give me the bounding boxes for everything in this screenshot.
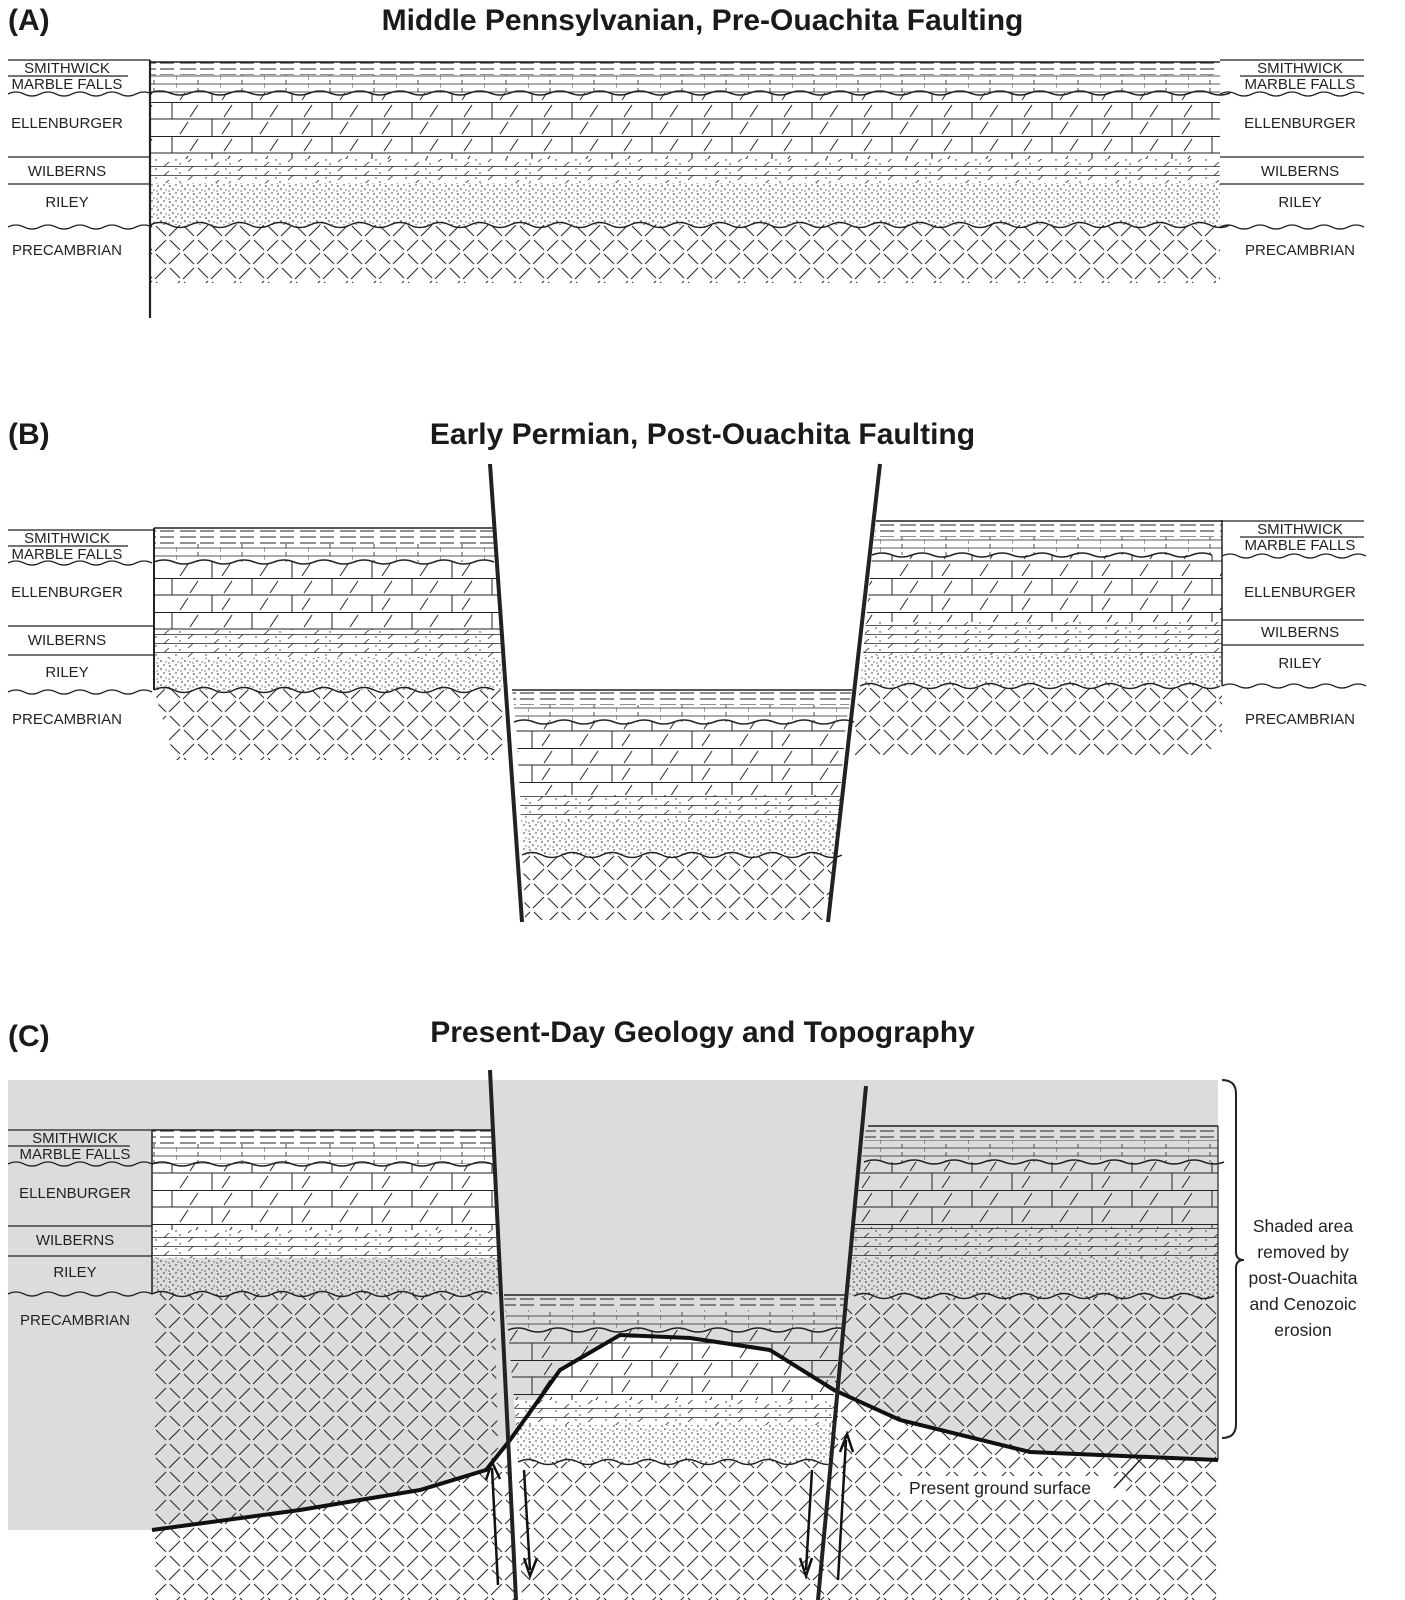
c-right-up-arrowhead (838, 1430, 855, 1453)
c-ground-leader-line (1113, 1457, 1143, 1489)
a-right-riley-label: RILEY (1278, 194, 1321, 211)
panel-c-section: SMITHWICK MARBLE FALLS ELLENBURGER WILBE… (7, 1069, 1358, 1600)
b-left-precambrian-label: PRECAMBRIAN (12, 711, 122, 728)
c-left-fault (488, 1069, 518, 1600)
c-wilberns-label: WILBERNS (36, 1232, 114, 1249)
c-erosion-note-line5: erosion (1274, 1320, 1331, 1340)
panel-b-section: SMITHWICK MARBLE FALLS ELLENBURGER WILBE… (7, 463, 1367, 923)
panel-c-letter: (C) (8, 1020, 50, 1053)
a-right-wilberns-label: WILBERNS (1261, 163, 1339, 180)
c-erosion-note-line2: removed by (1257, 1242, 1349, 1262)
c-right-down-arrow (804, 1469, 814, 1571)
b-left-fault (488, 463, 524, 923)
c-ground-surface-line (151, 1332, 1219, 1532)
b-left-wilberns-label: WILBERNS (28, 632, 106, 649)
c-left-down-arrow (522, 1469, 532, 1571)
a-right-marble-falls-label: MARBLE FALLS (1245, 76, 1356, 93)
c-marble-falls-label: MARBLE FALLS (20, 1146, 131, 1163)
c-erosion-note-line3: post-Ouachita (1249, 1268, 1358, 1288)
a-left-smithwick-label: SMITHWICK (24, 60, 110, 77)
c-right-up-arrow (836, 1439, 848, 1581)
a-left-ellenburger-label: ELLENBURGER (11, 115, 123, 132)
panel-a-title: Middle Pennsylvanian, Pre-Ouachita Fault… (381, 4, 1024, 37)
b-right-fault (826, 463, 882, 923)
c-left-up-arrowhead (484, 1458, 502, 1481)
a-right-smithwick-label: SMITHWICK (1257, 60, 1343, 77)
c-riley-label: RILEY (53, 1264, 96, 1281)
panel-a-section: SMITHWICK MARBLE FALLS ELLENBURGER WILBE… (7, 59, 1365, 318)
c-ground-surface-label: Present ground surface (909, 1478, 1091, 1498)
c-ellenburger-label: ELLENBURGER (19, 1185, 131, 1202)
b-left-smithwick-label: SMITHWICK (24, 530, 110, 547)
a-left-riley-label: RILEY (45, 194, 88, 211)
b-right-wilberns-label: WILBERNS (1261, 624, 1339, 641)
b-left-ellenburger-label: ELLENBURGER (11, 584, 123, 601)
panel-c-title: Present-Day Geology and Topography (430, 1016, 975, 1049)
a-left-wilberns-label: WILBERNS (28, 163, 106, 180)
a-left-marble-falls-label: MARBLE FALLS (12, 76, 123, 93)
c-right-fault (816, 1085, 868, 1600)
c-ground-label-backdrop (900, 1476, 1126, 1500)
a-right-ellenburger-label: ELLENBURGER (1244, 115, 1356, 132)
b-left-riley-label: RILEY (45, 664, 88, 681)
b-right-ellenburger-label: ELLENBURGER (1244, 584, 1356, 601)
c-erosion-note-line4: and Cenozoic (1249, 1294, 1356, 1314)
c-precambrian-label: PRECAMBRIAN (20, 1312, 130, 1329)
b-right-smithwick-label: SMITHWICK (1257, 521, 1343, 538)
panel-b-letter: (B) (8, 418, 50, 451)
b-right-precambrian-label: PRECAMBRIAN (1245, 711, 1355, 728)
b-left-marble-falls-label: MARBLE FALLS (12, 546, 123, 563)
c-left-up-arrow (490, 1467, 500, 1586)
b-right-marble-falls-label: MARBLE FALLS (1245, 537, 1356, 554)
a-left-precambrian-label: PRECAMBRIAN (12, 242, 122, 259)
a-right-precambrian-label: PRECAMBRIAN (1245, 242, 1355, 259)
b-right-riley-label: RILEY (1278, 655, 1321, 672)
panel-b-title: Early Permian, Post-Ouachita Faulting (429, 418, 976, 451)
c-right-down-arrowhead (798, 1557, 814, 1580)
c-erosion-brace (1221, 1079, 1245, 1439)
panel-a-letter: (A) (8, 4, 50, 37)
c-smithwick-label: SMITHWICK (32, 1130, 118, 1147)
c-left-down-arrowhead (522, 1557, 539, 1580)
c-erosion-note-line1: Shaded area (1253, 1216, 1353, 1236)
